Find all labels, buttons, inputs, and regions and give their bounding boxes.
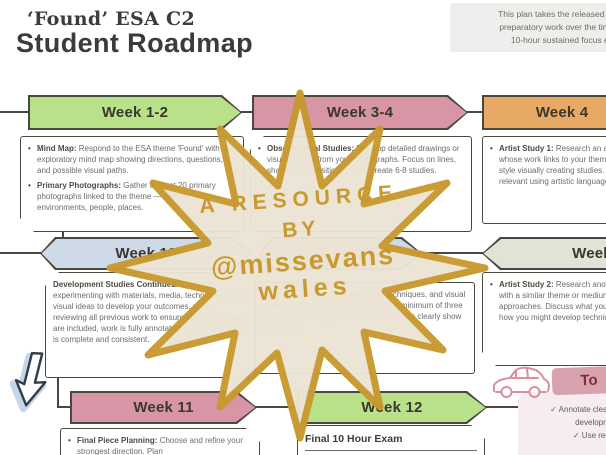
bullet-dot: • bbox=[490, 144, 493, 153]
connector-line bbox=[0, 252, 44, 254]
bullet-item: • Mind Map: Respond to the ESA theme 'Fo… bbox=[28, 143, 236, 176]
banner-week-right-label: Week bbox=[483, 238, 606, 269]
tips-panel: ✓ Annotate clearly to show development ✓… bbox=[518, 392, 606, 455]
bullet-item: • Observational Studies: Develop detaile… bbox=[258, 143, 464, 176]
bullet-dot: • bbox=[28, 144, 31, 153]
banner-week-10-label: Week 10 bbox=[42, 239, 251, 269]
banner-week-right: Week bbox=[482, 237, 606, 270]
banner-week-4: Week 4 bbox=[482, 95, 606, 130]
connector-line bbox=[57, 406, 73, 408]
item-lead: Mind Map: bbox=[37, 144, 77, 153]
bullet-dot: • bbox=[68, 436, 71, 445]
connector-line bbox=[420, 252, 484, 254]
banner-week-1-2-label: Week 1-2 bbox=[30, 97, 241, 129]
bullet-dot: • bbox=[28, 181, 31, 191]
item-text: Research an artist in more depth whose w… bbox=[499, 144, 606, 187]
week-mid-box: Explore a wide range of materials, techn… bbox=[255, 282, 475, 374]
week-4-box: • Artist Study 1: Research an artist in … bbox=[482, 136, 606, 224]
banner-week-mid-label bbox=[260, 239, 421, 269]
banner-week-1-2: Week 1-2 bbox=[28, 95, 242, 130]
exam-heading: Final 10 Hour Exam bbox=[305, 432, 477, 451]
banner-week-3-4-label: Week 3-4 bbox=[254, 97, 467, 129]
intro-note: This plan takes the released ESA and pre… bbox=[450, 3, 606, 52]
banner-week-11-label: Week 11 bbox=[72, 393, 256, 423]
banner-week-mid bbox=[258, 237, 422, 270]
connector-line bbox=[57, 378, 59, 407]
box-heading: Development Studies Continued: bbox=[53, 280, 179, 289]
bullet-dot: • bbox=[490, 280, 493, 289]
week-11-box: • Final Piece Planning: Choose and refin… bbox=[60, 428, 260, 455]
box-body: Continue experimenting with materials, m… bbox=[53, 280, 247, 345]
week-3-4-box: • Observational Studies: Develop detaile… bbox=[250, 136, 472, 232]
connector-line bbox=[0, 111, 28, 113]
bullet-item: • Primary Photographs: Gather at least 2… bbox=[28, 180, 236, 213]
banner-week-11: Week 11 bbox=[70, 391, 257, 424]
down-arrow-doodle-icon bbox=[9, 351, 47, 413]
banner-week-12: Week 12 bbox=[297, 391, 487, 424]
item-lead: Primary Photographs: bbox=[37, 181, 122, 191]
week-10-box: Development Studies Continued: Continue … bbox=[45, 272, 255, 378]
week-right-box: • Artist Study 2: Research another artis… bbox=[482, 272, 606, 366]
banner-week-12-label: Week 12 bbox=[299, 393, 486, 423]
banner-week-4-label: Week 4 bbox=[483, 96, 606, 129]
box-body: Explore a wide range of materials, techn… bbox=[263, 290, 466, 333]
week-12-box: Final 10 Hour Exam Under exam conditions… bbox=[297, 425, 485, 455]
bullet-item: • Final Piece Planning: Choose and refin… bbox=[68, 435, 252, 455]
bullet-item: • Artist Study 1: Research an artist in … bbox=[490, 143, 606, 187]
bullet-item: • Artist Study 2: Research another artis… bbox=[490, 279, 606, 323]
page-title: Student Roadmap bbox=[16, 28, 254, 58]
item-lead: Artist Study 2: bbox=[499, 280, 554, 289]
course-code: ‘Found’ ESA C2 bbox=[27, 8, 195, 30]
week-1-2-box: • Mind Map: Respond to the ESA theme 'Fo… bbox=[20, 136, 244, 232]
banner-week-10: Week 10 bbox=[40, 237, 252, 270]
item-lead: Artist Study 1: bbox=[499, 144, 554, 153]
top-tips-badge: To bbox=[551, 365, 606, 396]
connector-line bbox=[240, 111, 254, 113]
bullet-dot: • bbox=[258, 144, 261, 153]
connector-line bbox=[485, 406, 519, 408]
banner-week-3-4: Week 3-4 bbox=[252, 95, 468, 130]
item-lead: Observational Studies: bbox=[267, 144, 355, 153]
item-lead: Final Piece Planning: bbox=[77, 436, 158, 445]
connector-line bbox=[255, 406, 299, 408]
car-icon bbox=[493, 366, 550, 398]
item-text: Research another artist in depth with a … bbox=[499, 280, 606, 323]
